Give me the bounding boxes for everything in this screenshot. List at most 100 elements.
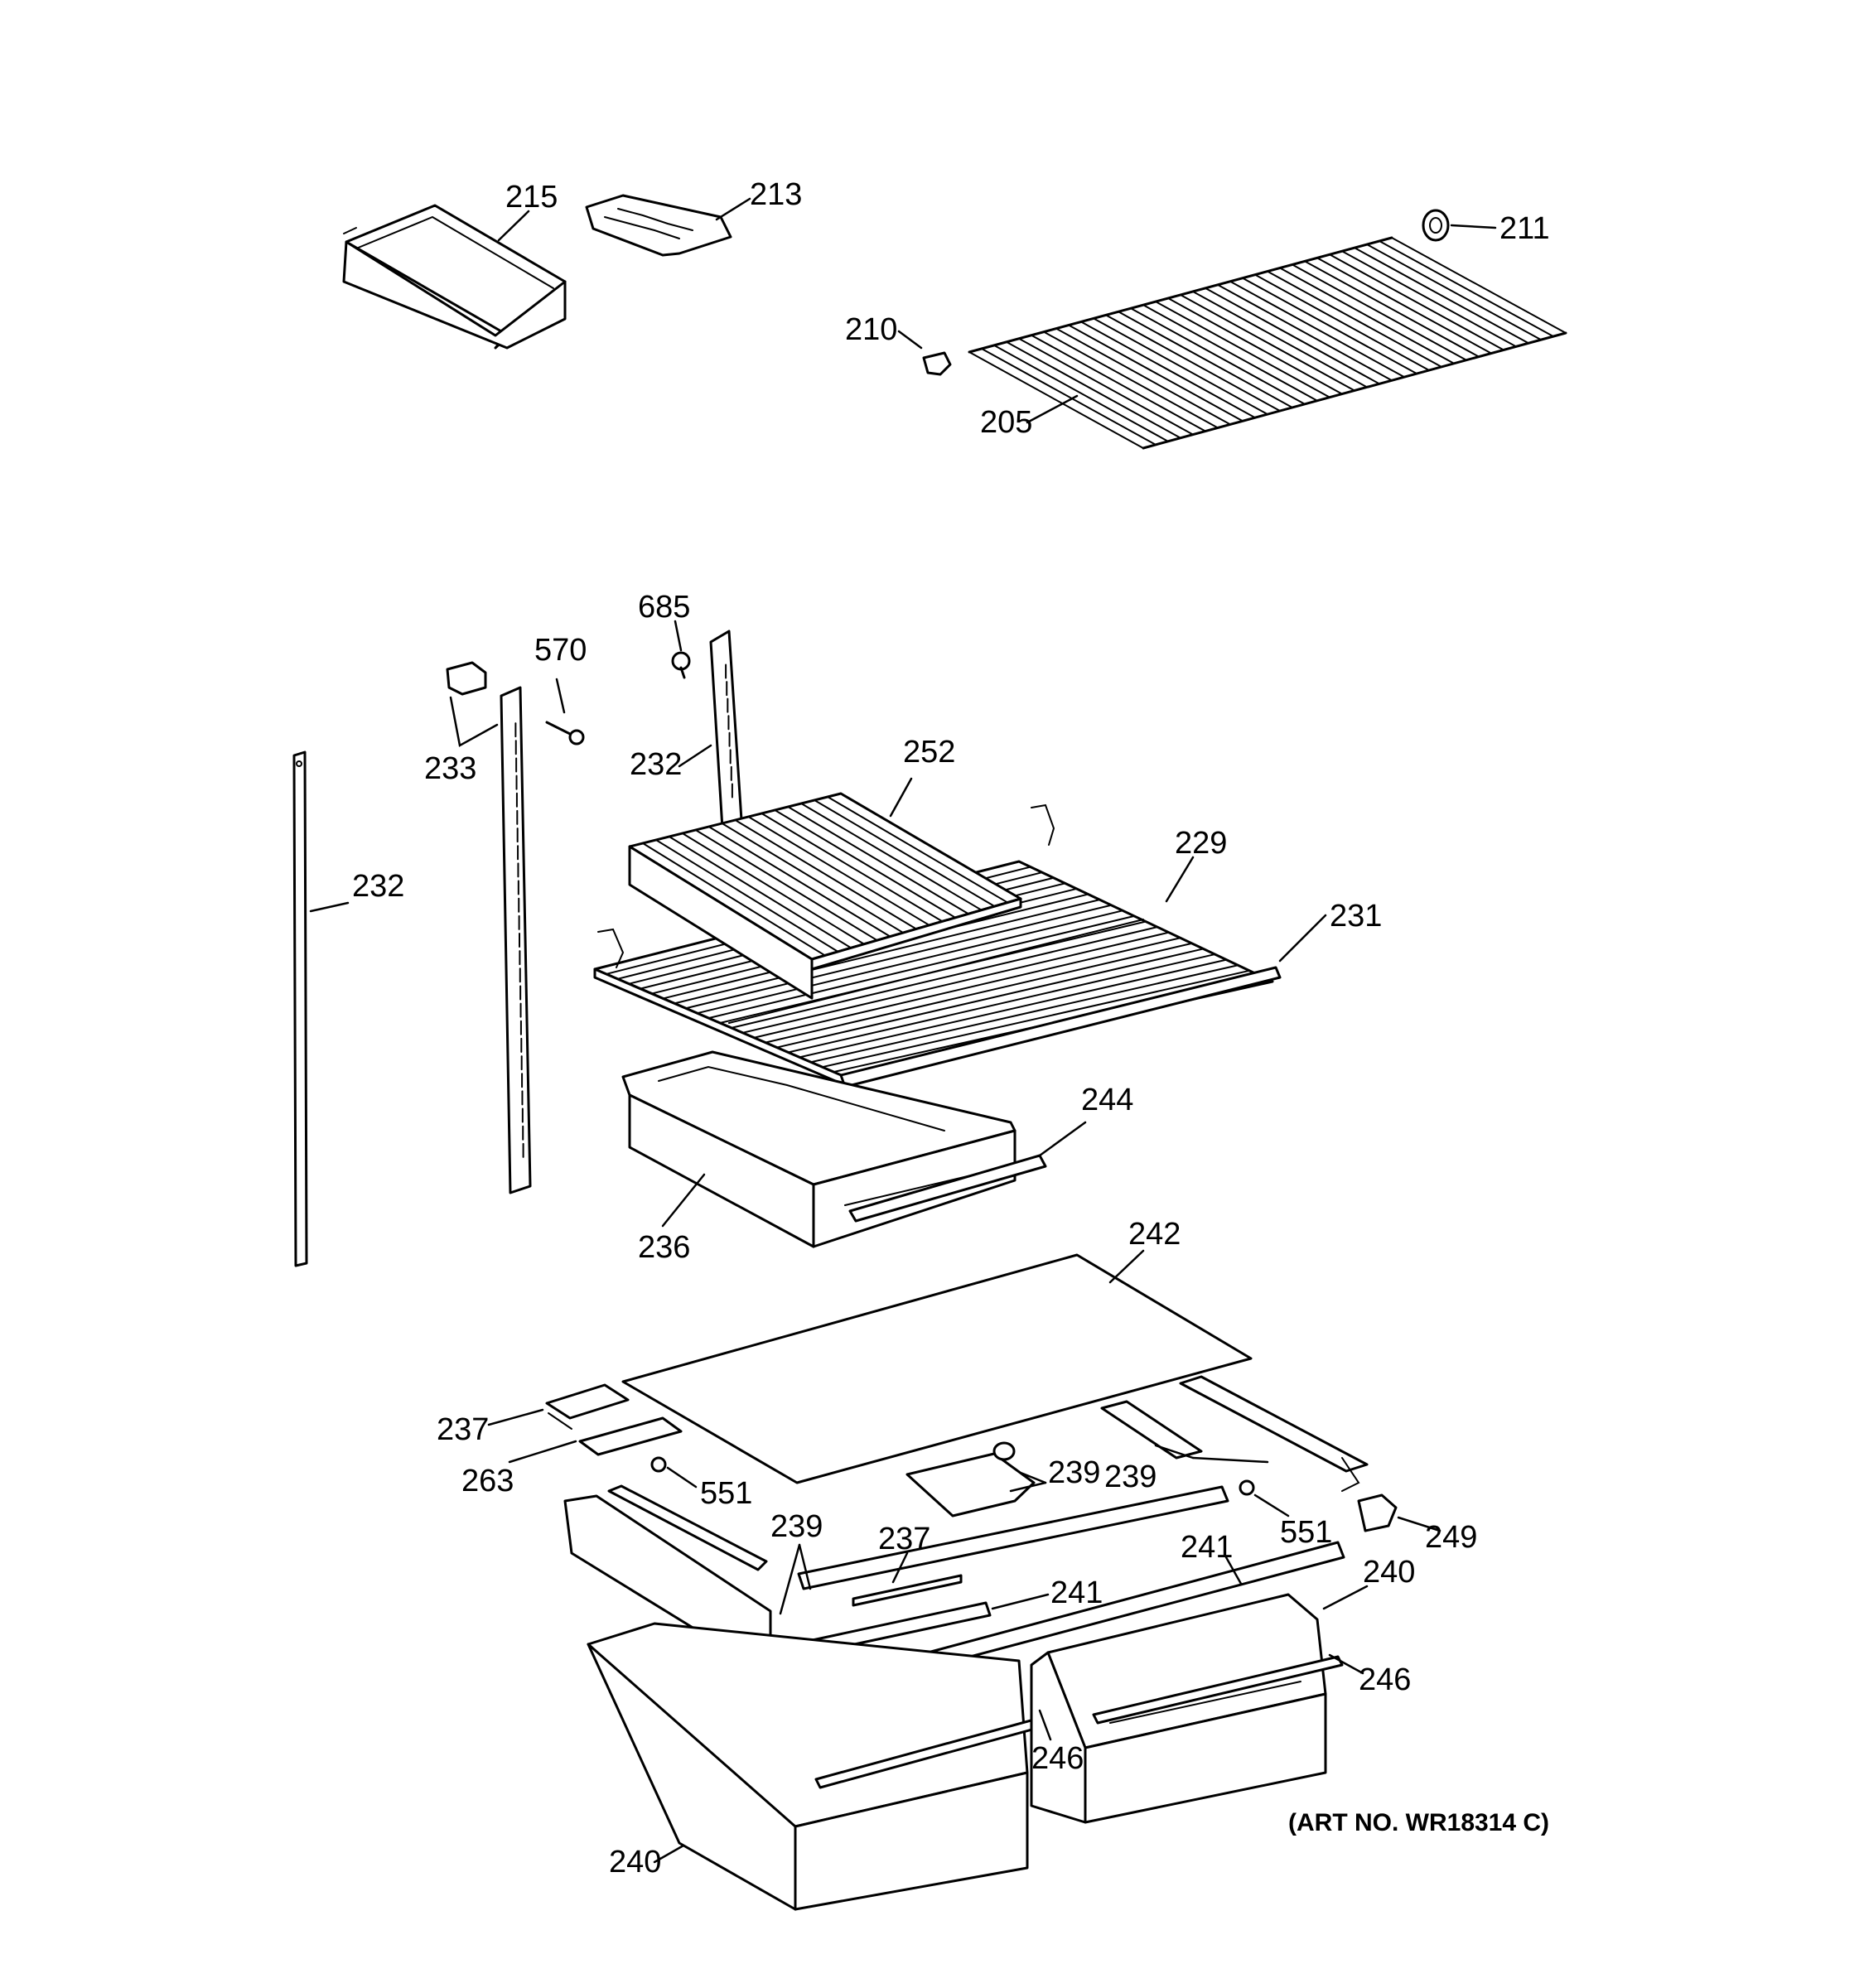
part-237-front-bracket xyxy=(797,1485,1229,1607)
part-210-shelf-support xyxy=(922,351,952,376)
line-detail xyxy=(981,347,1157,446)
label-211: 211 xyxy=(1499,211,1550,246)
part-244-drawer-handle xyxy=(848,1154,1047,1223)
label-241-left: 241 xyxy=(1050,1575,1103,1610)
line-detail xyxy=(1031,334,1206,432)
line-detail xyxy=(674,899,1101,1005)
callout-labels: 215 213 211 210 205 685 570 233 232 232 … xyxy=(352,177,1550,1879)
part-239-right-slides xyxy=(1100,1375,1369,1492)
label-246-right: 246 xyxy=(1359,1662,1411,1697)
label-685: 685 xyxy=(638,590,690,625)
line-detail xyxy=(668,836,852,949)
line-detail xyxy=(993,344,1169,442)
line-detail xyxy=(1254,273,1430,371)
line-detail xyxy=(1242,277,1417,375)
line-detail xyxy=(719,920,1147,1024)
part-252-crisper-cover xyxy=(628,792,1022,1000)
label-263: 263 xyxy=(461,1464,514,1498)
line-detail xyxy=(721,823,905,934)
part-232-left-rail xyxy=(292,750,308,1267)
line-detail xyxy=(821,969,1251,1069)
shelf-wires xyxy=(981,240,1554,446)
line-detail xyxy=(827,796,1009,904)
line-detail xyxy=(1341,250,1517,348)
label-241-right: 241 xyxy=(1181,1530,1233,1565)
line-detail xyxy=(1329,253,1504,351)
line-detail xyxy=(809,964,1239,1064)
line-detail xyxy=(696,910,1124,1015)
line-detail xyxy=(1354,247,1529,345)
line-detail xyxy=(747,816,930,926)
label-229: 229 xyxy=(1175,826,1227,861)
line-detail xyxy=(787,806,969,915)
part-240-left-drawer xyxy=(587,1622,1029,1911)
label-242: 242 xyxy=(1128,1217,1181,1252)
line-detail xyxy=(734,819,917,930)
line-detail xyxy=(799,958,1228,1059)
rail-slots xyxy=(725,663,733,799)
label-232-right: 232 xyxy=(630,747,682,782)
label-233: 233 xyxy=(424,751,476,786)
line-detail xyxy=(1080,321,1256,419)
part-242-glass-shelf xyxy=(621,1253,1253,1484)
part-246-right-handle xyxy=(1092,1655,1344,1725)
label-239-left: 239 xyxy=(770,1509,823,1544)
line-detail xyxy=(1267,270,1442,368)
line-detail xyxy=(654,839,839,953)
part-239-center-clip xyxy=(905,1441,1036,1518)
label-551-left: 551 xyxy=(700,1476,752,1511)
part-236-crisper-drawer xyxy=(621,1050,1017,1248)
part-232-right-rail xyxy=(709,630,743,830)
part-570-screw xyxy=(545,721,585,746)
line-detail xyxy=(1105,314,1281,413)
line-detail xyxy=(1142,304,1318,402)
line-detail xyxy=(787,953,1216,1054)
line-detail xyxy=(1093,317,1268,416)
label-205: 205 xyxy=(980,405,1032,440)
part-232-center-rail xyxy=(500,686,532,1194)
rail-slots xyxy=(514,722,524,1158)
label-232-left: 232 xyxy=(352,869,404,904)
line-detail xyxy=(761,813,944,923)
line-detail xyxy=(1118,311,1293,408)
line-detail xyxy=(1155,301,1330,398)
part-211-grommet xyxy=(1422,209,1450,242)
line-detail xyxy=(681,832,865,945)
line-detail xyxy=(775,948,1205,1049)
line-detail xyxy=(1279,267,1455,364)
label-237-front: 237 xyxy=(878,1522,930,1556)
line-detail xyxy=(1180,294,1355,392)
label-236: 236 xyxy=(638,1230,690,1265)
part-239-left-slide xyxy=(563,1484,772,1654)
part-551-right-screw xyxy=(1239,1479,1255,1496)
part-237-left-bracket xyxy=(545,1383,630,1430)
line-detail xyxy=(1217,283,1393,382)
line-detail xyxy=(694,829,878,942)
part-263-bracket xyxy=(578,1416,683,1456)
line-detail xyxy=(684,904,1113,1010)
part-205-wire-shelf xyxy=(968,236,1567,450)
line-detail xyxy=(774,809,957,919)
label-551-right: 551 xyxy=(1280,1515,1332,1550)
part-213-ice-tray xyxy=(585,194,732,257)
line-detail xyxy=(800,803,983,911)
line-detail xyxy=(814,799,996,908)
line-detail xyxy=(1292,263,1467,361)
part-551-left-screw xyxy=(650,1456,667,1473)
part-215-door-bin xyxy=(342,204,567,350)
label-240-left: 240 xyxy=(609,1845,661,1879)
part-233-clip xyxy=(446,661,487,696)
label-237-left: 237 xyxy=(437,1412,489,1447)
leader-lines xyxy=(309,197,1497,1864)
art-number: (ART NO. WR18314 C) xyxy=(1288,1809,1549,1836)
line-detail xyxy=(730,926,1158,1029)
label-252: 252 xyxy=(903,735,955,770)
label-570: 570 xyxy=(534,633,587,668)
label-231: 231 xyxy=(1330,899,1382,934)
line-detail xyxy=(1018,337,1194,436)
label-244: 244 xyxy=(1081,1083,1133,1117)
part-249-part xyxy=(1357,1493,1398,1532)
line-detail xyxy=(1130,307,1306,405)
label-210: 210 xyxy=(845,312,897,347)
